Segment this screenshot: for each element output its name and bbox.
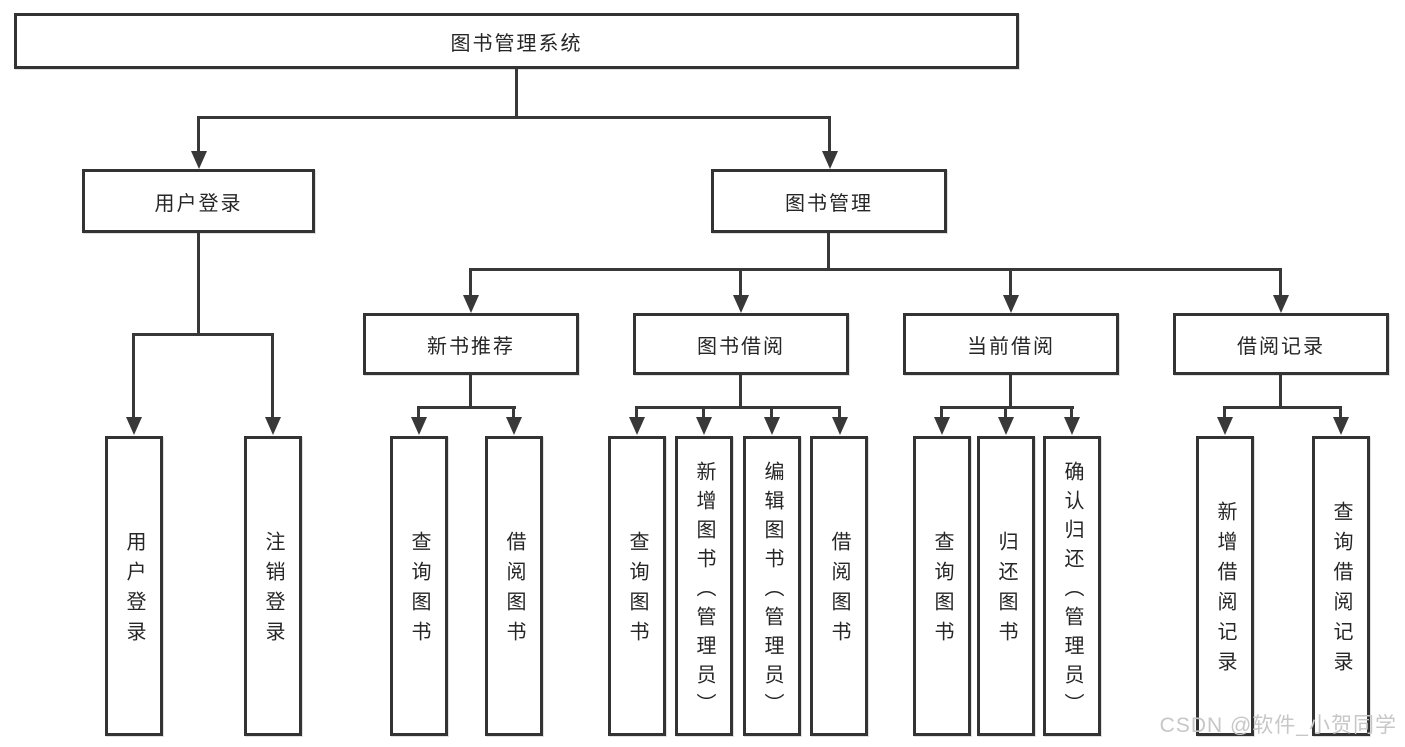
csdn-watermark: CSDN @软件_小贺同学 bbox=[1159, 714, 1397, 737]
leaf-borrow-book-label: 借阅图书 bbox=[828, 531, 850, 651]
connector-stem-current-borrow bbox=[1009, 268, 1012, 299]
leaf-add-borrow-record: 新增借阅记录 bbox=[1196, 436, 1254, 736]
leaf-user-login-label: 用户登录 bbox=[123, 531, 145, 651]
connector-stem-borrow-query bbox=[635, 406, 638, 421]
node-user-login-label: 用户登录 bbox=[154, 192, 243, 215]
connector-stem-edit-book bbox=[770, 406, 773, 421]
connector-stem-leaf-user-login bbox=[132, 333, 135, 421]
connector-stem-recommend-borrow bbox=[512, 406, 515, 421]
leaf-borrow-query-book-label: 查询图书 bbox=[626, 531, 648, 651]
connector-user-login-span bbox=[132, 333, 274, 336]
arrowhead-edit-book bbox=[764, 417, 780, 435]
leaf-return-book: 归还图书 bbox=[977, 436, 1035, 736]
leaf-edit-book-admin-label: 编辑图书（管理员） bbox=[761, 460, 783, 722]
arrowhead-recommend-query bbox=[411, 417, 427, 435]
arrowhead-borrow-book bbox=[832, 417, 848, 435]
arrowhead-borrow-record bbox=[1273, 295, 1289, 313]
node-user-login: 用户登录 bbox=[82, 169, 315, 233]
node-new-book-recommend: 新书推荐 bbox=[363, 313, 579, 375]
connector-root-span bbox=[197, 116, 831, 119]
connector-stem-leaf-logout bbox=[271, 333, 274, 421]
node-root: 图书管理系统 bbox=[14, 13, 1019, 69]
arrowhead-current-query bbox=[934, 417, 950, 435]
node-current-borrow-label: 当前借阅 bbox=[967, 335, 1055, 358]
node-book-management: 图书管理 bbox=[711, 169, 947, 233]
connector-stem-borrow-book bbox=[838, 406, 841, 421]
connector-stem-confirm-return bbox=[1070, 406, 1073, 421]
node-borrow-record-label: 借阅记录 bbox=[1237, 335, 1325, 358]
arrowhead-add-record bbox=[1217, 417, 1233, 435]
leaf-add-book-admin-label: 新增图书（管理员） bbox=[693, 460, 715, 722]
connector-stem-return-book bbox=[1004, 406, 1007, 421]
leaf-logout: 注销登录 bbox=[244, 436, 302, 736]
connector-current-trunk bbox=[1009, 375, 1012, 409]
leaf-logout-label: 注销登录 bbox=[262, 531, 284, 651]
arrowhead-user-login bbox=[191, 151, 207, 169]
leaf-query-borrow-record-label: 查询借阅记录 bbox=[1330, 501, 1352, 681]
arrowhead-new-book-recommend bbox=[463, 295, 479, 313]
leaf-return-book-label: 归还图书 bbox=[995, 531, 1017, 651]
node-new-book-recommend-label: 新书推荐 bbox=[427, 335, 515, 358]
node-book-borrow-label: 图书借阅 bbox=[697, 335, 785, 358]
leaf-recommend-borrow-book: 借阅图书 bbox=[485, 436, 543, 736]
arrowhead-leaf-user-login bbox=[126, 417, 142, 435]
connector-stem-current-query bbox=[940, 406, 943, 421]
connector-recommend-trunk bbox=[469, 375, 472, 409]
connector-stem-borrow-record bbox=[1279, 268, 1282, 299]
node-current-borrow: 当前借阅 bbox=[903, 313, 1119, 375]
arrowhead-borrow-query bbox=[629, 417, 645, 435]
connector-stem-add-book bbox=[702, 406, 705, 421]
arrowhead-query-record bbox=[1333, 417, 1349, 435]
connector-borrow-trunk bbox=[739, 375, 742, 409]
node-root-label: 图书管理系统 bbox=[450, 32, 583, 55]
leaf-recommend-query-book: 查询图书 bbox=[390, 436, 448, 736]
connector-user-login-trunk bbox=[197, 233, 200, 336]
connector-record-span bbox=[1223, 406, 1342, 409]
arrowhead-leaf-logout bbox=[265, 417, 281, 435]
connector-stem-query-record bbox=[1339, 406, 1342, 421]
connector-record-trunk bbox=[1279, 375, 1282, 409]
connector-stem-new-book-recommend bbox=[469, 268, 472, 299]
leaf-add-book-admin: 新增图书（管理员） bbox=[675, 436, 733, 736]
node-book-borrow: 图书借阅 bbox=[633, 313, 849, 375]
leaf-recommend-borrow-book-label: 借阅图书 bbox=[503, 531, 525, 651]
leaf-edit-book-admin: 编辑图书（管理员） bbox=[743, 436, 801, 736]
arrowhead-current-borrow bbox=[1003, 295, 1019, 313]
connector-book-management-trunk bbox=[827, 233, 830, 271]
connector-book-management-span bbox=[469, 268, 1282, 271]
connector-borrow-span bbox=[635, 406, 841, 409]
leaf-current-query-book: 查询图书 bbox=[913, 436, 971, 736]
arrowhead-recommend-borrow bbox=[506, 417, 522, 435]
connector-stem-book-management bbox=[828, 116, 831, 156]
leaf-confirm-return-admin: 确认归还（管理员） bbox=[1043, 436, 1101, 736]
leaf-borrow-book: 借阅图书 bbox=[810, 436, 868, 736]
connector-stem-add-record bbox=[1223, 406, 1226, 421]
connector-stem-recommend-query bbox=[417, 406, 420, 421]
arrowhead-confirm-return bbox=[1064, 417, 1080, 435]
leaf-user-login: 用户登录 bbox=[105, 436, 163, 736]
leaf-recommend-query-book-label: 查询图书 bbox=[408, 531, 430, 651]
arrowhead-return-book bbox=[998, 417, 1014, 435]
leaf-add-borrow-record-label: 新增借阅记录 bbox=[1214, 501, 1236, 681]
connector-stem-book-borrow bbox=[739, 268, 742, 299]
leaf-query-borrow-record: 查询借阅记录 bbox=[1312, 436, 1370, 736]
arrowhead-book-management bbox=[822, 151, 838, 169]
connector-recommend-span bbox=[417, 406, 516, 409]
leaf-confirm-return-admin-label: 确认归还（管理员） bbox=[1061, 460, 1083, 722]
arrowhead-book-borrow bbox=[733, 295, 749, 313]
leaf-borrow-query-book: 查询图书 bbox=[608, 436, 666, 736]
connector-root-trunk bbox=[515, 69, 518, 119]
connector-stem-user-login bbox=[197, 116, 200, 156]
leaf-current-query-book-label: 查询图书 bbox=[931, 531, 953, 651]
node-borrow-record: 借阅记录 bbox=[1173, 313, 1389, 375]
node-book-management-label: 图书管理 bbox=[785, 192, 873, 215]
arrowhead-add-book bbox=[696, 417, 712, 435]
connector-current-span bbox=[940, 406, 1074, 409]
